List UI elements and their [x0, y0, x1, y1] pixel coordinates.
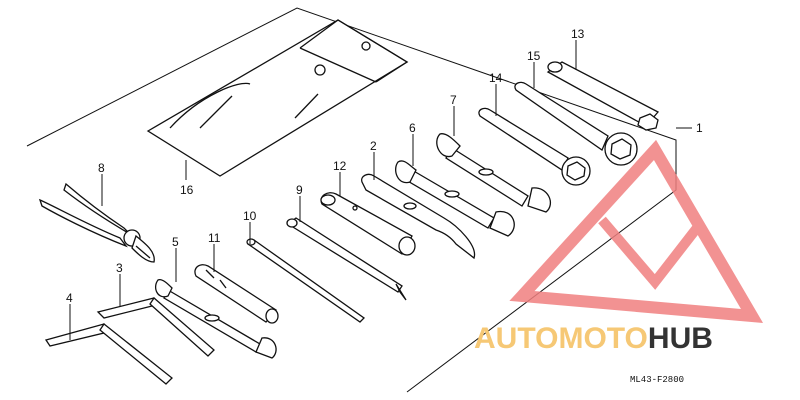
callout-5: 5 [172, 235, 179, 249]
callout-15: 15 [527, 49, 541, 63]
callout-14: 14 [489, 71, 503, 85]
screwdriver-handle-9 [286, 217, 407, 301]
watermark-text-part2: HUB [648, 322, 713, 355]
hex-key-3 [96, 297, 215, 357]
callout-2: 2 [370, 139, 377, 153]
screwdriver-handle-11 [194, 264, 279, 324]
callout-8: 8 [98, 161, 105, 175]
callout-4: 4 [66, 291, 73, 305]
callout-11: 11 [208, 231, 221, 245]
pin-spanner [361, 173, 476, 260]
callout-6: 6 [409, 121, 416, 135]
long-socket-wrench [546, 61, 660, 131]
callout-9: 9 [296, 183, 303, 197]
watermark-logo [509, 139, 764, 323]
box-wrench [514, 81, 638, 166]
callout-7: 7 [450, 93, 457, 107]
open-end-wrench-6 [395, 160, 515, 237]
pliers [38, 182, 155, 263]
spark-plug-wrench [320, 192, 416, 256]
open-end-wrench-7 [436, 133, 551, 213]
callout-12: 12 [333, 159, 347, 173]
callout-3: 3 [116, 261, 123, 275]
tool-bag [146, 19, 409, 177]
open-end-wrench-5 [154, 278, 277, 359]
diagram-frame [26, 7, 677, 393]
box-wrench-small [478, 107, 591, 186]
callout-13: 13 [571, 27, 585, 41]
watermark-text-part1: AUTOMOTO [474, 322, 648, 355]
watermark-text: AUTOMOTOHUB [474, 322, 713, 355]
callout-16: 16 [180, 183, 194, 197]
leader-lines [69, 40, 692, 340]
hex-key-4 [44, 323, 173, 385]
callout-1: 1 [696, 121, 703, 135]
reference-code: ML43-F2800 [630, 375, 684, 385]
callout-10: 10 [243, 209, 257, 223]
screwdriver-10 [246, 238, 366, 323]
